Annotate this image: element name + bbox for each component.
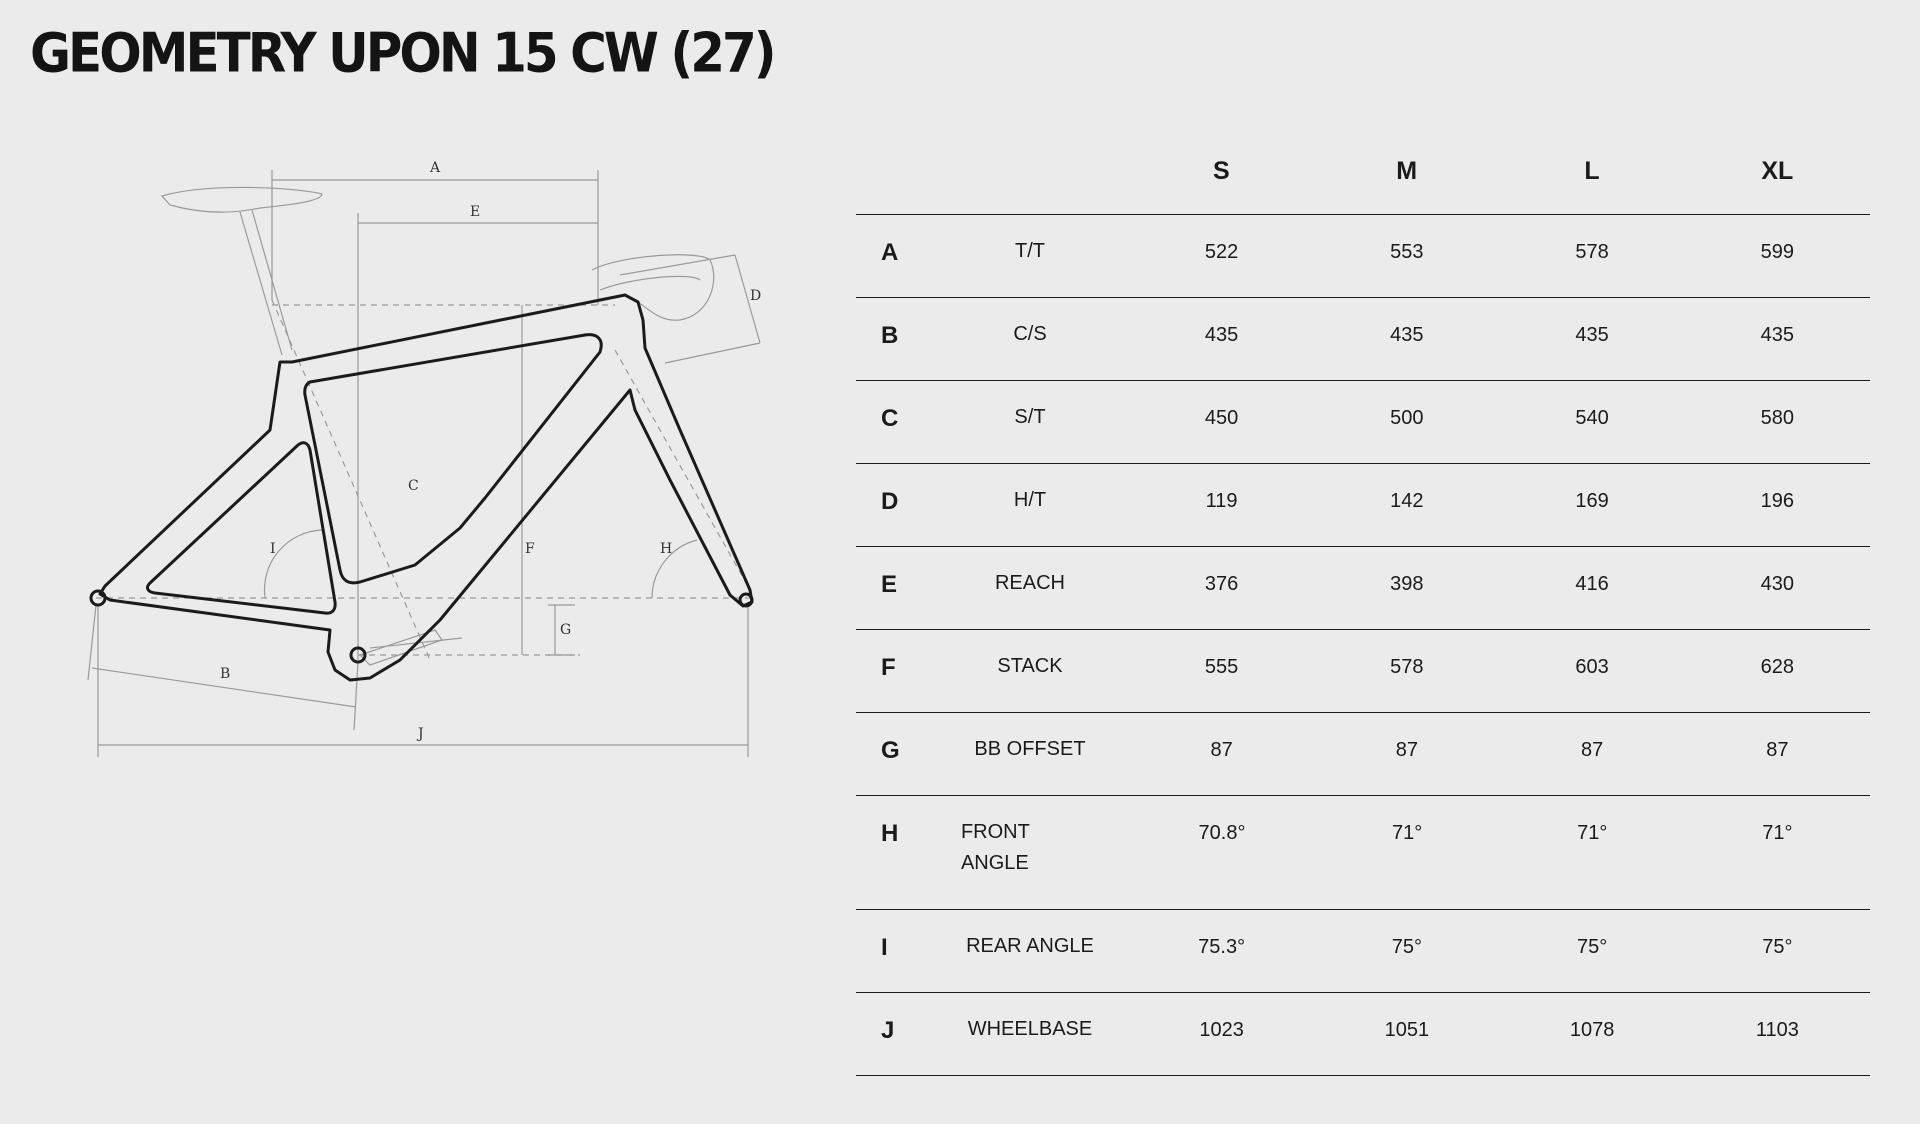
size-header-m: M: [1396, 156, 1418, 185]
table-row: D H/T 119 142 169 196: [856, 464, 1870, 547]
value-l: 75°: [1576, 936, 1608, 958]
value-s: 1023: [1199, 1019, 1244, 1041]
value-xl: 430: [1760, 573, 1795, 595]
row-letter: D: [881, 488, 899, 515]
row-label: H/T: [1013, 489, 1047, 511]
value-l: 71°: [1577, 822, 1608, 844]
value-s: 87: [1210, 739, 1233, 761]
row-letter: C: [881, 405, 899, 432]
dimension-labels: A E D C F H I G B J: [220, 160, 761, 742]
value-xl: 75°: [1762, 936, 1793, 958]
table-row: A T/T 522 553 578 599: [856, 215, 1870, 298]
value-xl: 87: [1766, 739, 1789, 761]
value-l: 169: [1575, 490, 1609, 512]
size-header-s: S: [1212, 156, 1230, 185]
value-l: 603: [1575, 656, 1609, 678]
page-title: GEOMETRY UPON 15 CW (27): [30, 22, 777, 85]
row-label: STACK: [997, 655, 1063, 677]
frame-drawing: A E D C F H I G B J: [87, 160, 761, 757]
size-header-xl: XL: [1761, 156, 1794, 185]
table-row: I REAR ANGLE 75.3° 75° 75° 75°: [856, 910, 1870, 993]
label-i: I: [270, 541, 276, 557]
value-m: 87: [1395, 739, 1418, 761]
value-s: 376: [1204, 573, 1239, 595]
size-header-l: L: [1584, 156, 1600, 185]
row-letter: E: [881, 571, 898, 598]
row-letter: G: [881, 737, 900, 764]
value-xl: 71°: [1762, 822, 1793, 844]
row-label: S/T: [1014, 406, 1046, 428]
value-m: 553: [1390, 241, 1424, 263]
row-letter: J: [881, 1017, 895, 1044]
value-m: 75°: [1391, 936, 1422, 958]
value-l: 1078: [1569, 1019, 1615, 1041]
row-label: BB OFFSET: [974, 738, 1086, 760]
value-m: 398: [1390, 573, 1424, 595]
label-h: H: [660, 541, 672, 557]
table-header: S M L XL: [856, 128, 1870, 215]
label-f: F: [525, 541, 535, 557]
value-s: 435: [1204, 324, 1239, 346]
value-l: 540: [1575, 407, 1609, 429]
value-xl: 435: [1760, 324, 1795, 346]
value-l: 416: [1575, 573, 1609, 595]
value-xl: 196: [1760, 490, 1795, 512]
table-row: G BB OFFSET 87 87 87 87: [856, 713, 1870, 796]
value-s: 75.3°: [1198, 936, 1246, 958]
table-row: C S/T 450 500 540 580: [856, 381, 1870, 464]
value-m: 500: [1390, 407, 1424, 429]
guide-lines: [87, 170, 761, 757]
table-row: J WHEELBASE 1023 1051 1078 1103: [856, 993, 1870, 1076]
row-label: FRONT ANGLE: [960, 821, 1030, 874]
value-xl: 1103: [1755, 1019, 1799, 1041]
value-xl: 599: [1760, 241, 1795, 263]
value-l: 578: [1575, 241, 1609, 263]
geometry-table: S M L XL A T/T 522 553 578 599 B C/S 435…: [856, 128, 1870, 1076]
table-row: B C/S 435 435 435 435: [856, 298, 1870, 381]
row-letter: H: [881, 820, 899, 847]
value-m: 142: [1390, 490, 1424, 512]
row-label: T/T: [1014, 240, 1045, 262]
label-g: G: [560, 622, 571, 638]
value-s: 522: [1204, 241, 1239, 263]
value-l: 435: [1575, 324, 1609, 346]
value-s: 450: [1204, 407, 1239, 429]
label-c: C: [408, 478, 419, 494]
row-letter: B: [881, 322, 899, 349]
value-l: 87: [1580, 739, 1604, 761]
row-letter: I: [881, 934, 888, 961]
label-j: J: [416, 726, 424, 742]
value-m: 71°: [1392, 822, 1423, 844]
row-label: REACH: [994, 572, 1065, 594]
value-s: 119: [1205, 490, 1238, 512]
label-d: D: [750, 288, 761, 304]
row-label: WHEELBASE: [967, 1018, 1093, 1040]
value-m: 435: [1390, 324, 1424, 346]
row-letter: A: [881, 239, 899, 266]
bike-geometry-diagram: A E D C F H I G B J: [60, 150, 780, 790]
value-xl: 628: [1760, 656, 1795, 678]
row-label: C/S: [1013, 323, 1047, 345]
row-label: REAR ANGLE: [966, 935, 1094, 957]
label-a: A: [429, 160, 441, 176]
value-m: 1051: [1384, 1019, 1430, 1041]
value-s: 70.8°: [1198, 822, 1246, 844]
table-row: H FRONT ANGLE 70.8° 71° 71° 71°: [856, 796, 1870, 910]
table-row: E REACH 376 398 416 430: [856, 547, 1870, 630]
label-e: E: [470, 204, 480, 220]
value-m: 578: [1390, 656, 1424, 678]
row-letter: F: [881, 654, 896, 681]
label-b: B: [220, 666, 230, 682]
table-row: F STACK 555 578 603 628: [856, 630, 1870, 713]
value-xl: 580: [1760, 407, 1795, 429]
value-s: 555: [1204, 656, 1239, 678]
frame-outline: [89, 293, 754, 682]
